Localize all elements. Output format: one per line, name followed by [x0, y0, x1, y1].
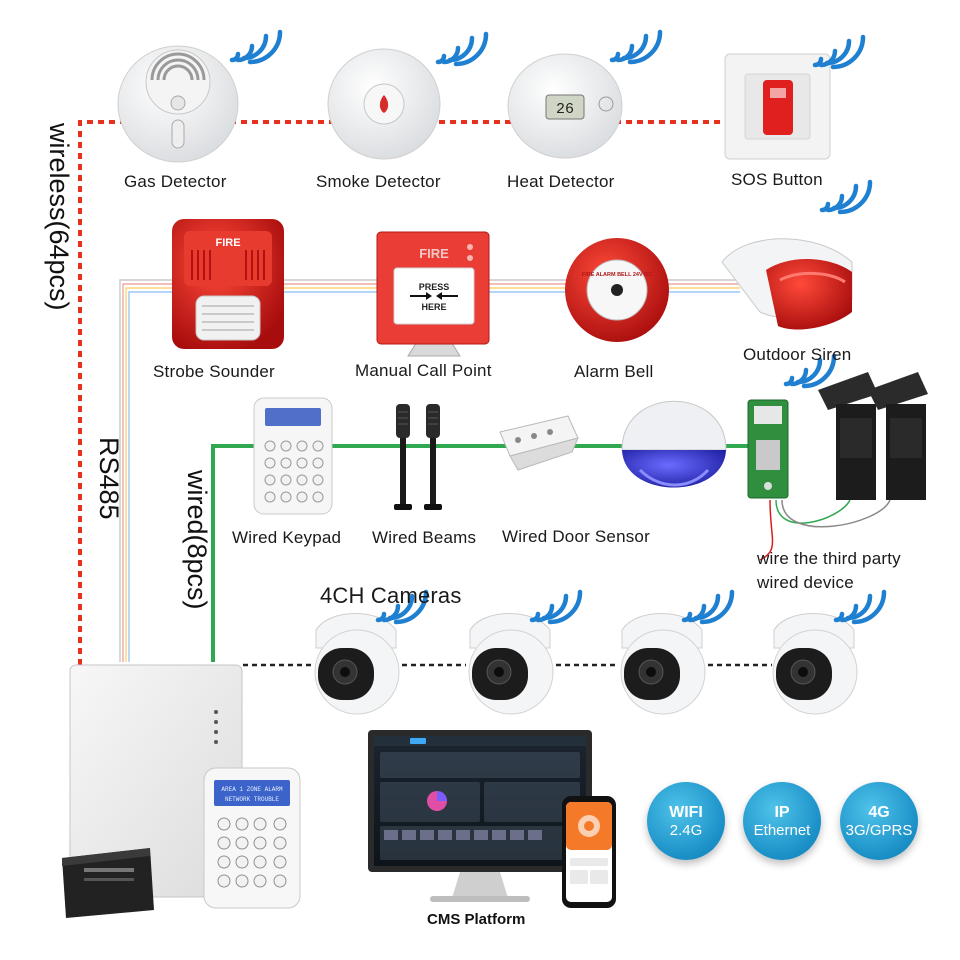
smoke-detector-signal-icon [438, 34, 486, 64]
smoke-detector [327, 48, 441, 160]
camera-4 [772, 613, 858, 715]
camera-1 [314, 613, 400, 715]
third-party-beam-detectors [818, 372, 928, 500]
mcp-title: FIRE [419, 246, 449, 261]
gas-detector-label: Gas Detector [124, 172, 227, 191]
bell-text: FIRE ALARM BELL 24V DC [582, 272, 652, 278]
gas-detector [117, 45, 239, 163]
wired-keypad-label: Wired Keypad [232, 528, 342, 547]
strobe-sounder: FIRE [172, 219, 284, 349]
cms-monitor [368, 730, 592, 902]
wired-beams-label: Wired Beams [372, 528, 477, 547]
rs485-label: RS485 [94, 437, 124, 520]
backup-battery [62, 848, 154, 918]
outdoor-siren-signal-icon [822, 182, 870, 212]
mcp-line2: HERE [421, 302, 446, 312]
cellular-badge-title: 4G [868, 803, 890, 821]
heat-detector-readout: 26 [556, 101, 574, 118]
strobe-label: FIRE [215, 237, 240, 249]
cameras-title: 4CH Cameras [320, 583, 462, 608]
outdoor-siren-label: Outdoor Siren [743, 345, 852, 364]
heat-detector-label: Heat Detector [507, 172, 615, 191]
camera-2-signal-icon [532, 592, 580, 622]
sos-button-signal-icon [815, 37, 863, 67]
ip-badge-title: IP [774, 803, 790, 821]
camera-2 [468, 613, 554, 715]
wireless-label: wireless(64pcs) [44, 123, 74, 311]
heat-detector-signal-icon [612, 32, 660, 62]
wifi-badge-sub: 2.4G [669, 821, 703, 839]
third-party-wires [759, 499, 891, 561]
wired-keypad-device [253, 397, 333, 515]
wired-bus-line [211, 444, 760, 662]
strobe-sounder-label: Strobe Sounder [153, 362, 275, 381]
cellular-badge: 4G 3G/GPRS [840, 782, 918, 860]
wired-door-sensor-label: Wired Door Sensor [502, 527, 650, 546]
alarm-bell: FIRE ALARM BELL 24V DC [565, 238, 669, 342]
camera-3 [620, 613, 706, 715]
mobile-app [562, 796, 616, 908]
camera-3-signal-icon [684, 592, 732, 622]
third-party-label-line1: wire the third party [757, 549, 901, 568]
third-party-label-line2: wired device [757, 573, 854, 592]
wifi-badge-title: WIFI [669, 803, 703, 821]
ip-badge-sub: Ethernet [753, 821, 811, 839]
wireless-transmitter-module [747, 399, 789, 499]
cms-platform-label: CMS Platform [427, 911, 526, 928]
sos-button [724, 53, 831, 160]
control-panel [69, 664, 243, 898]
wired-label: wired(8pcs) [182, 470, 212, 610]
keypad-lcd-line1: AREA 1 ZONE ALARM [221, 786, 283, 793]
ip-badge: IP Ethernet [743, 782, 821, 860]
panel-keypad: AREA 1 ZONE ALARM NETWORK TROUBLE [203, 767, 301, 909]
heat-detector: 26 [507, 53, 623, 159]
indoor-siren-device [621, 400, 727, 488]
keypad-lcd-line2: NETWORK TROUBLE [225, 796, 279, 803]
camera-4-signal-icon [836, 592, 884, 622]
wifi-badge: WIFI 2.4G [647, 782, 725, 860]
gas-detector-signal-icon [232, 32, 280, 62]
manual-call-point: FIRE PRESS HERE [376, 231, 490, 357]
smoke-detector-label: Smoke Detector [316, 172, 441, 191]
manual-call-point-label: Manual Call Point [355, 361, 492, 380]
wired-beams-device [394, 404, 442, 510]
sos-button-label: SOS Button [731, 170, 823, 189]
wireless-bus-line [78, 120, 725, 665]
cellular-badge-sub: 3G/GPRS [845, 821, 913, 839]
mcp-line1: PRESS [419, 282, 450, 292]
wired-door-sensor-device [499, 415, 579, 471]
rs485-bus-line [119, 279, 740, 662]
alarm-bell-label: Alarm Bell [574, 362, 654, 381]
outdoor-siren [721, 238, 853, 330]
